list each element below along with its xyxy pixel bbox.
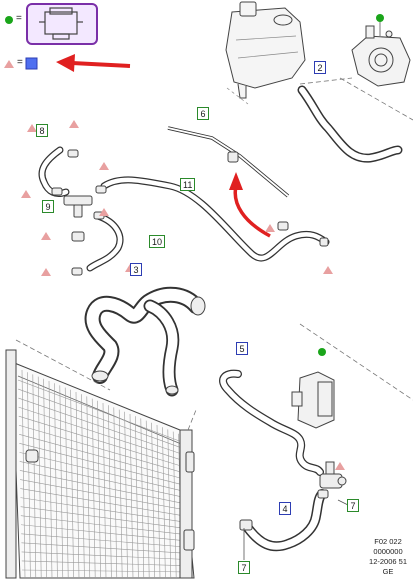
legend-part-square — [25, 57, 38, 70]
callout-5: 5 — [236, 342, 248, 355]
bleed-valve — [239, 461, 347, 531]
callout-2: 2 — [314, 61, 326, 74]
radiator — [11, 361, 195, 579]
connector-parts — [51, 149, 329, 276]
callout-11: 11 — [180, 178, 196, 191]
thermostat-housing — [351, 25, 411, 87]
leader-lines — [15, 323, 413, 431]
legend-pink-triangle — [4, 60, 14, 68]
drawing-code-line1: F02 022 — [374, 537, 402, 546]
hose-3-inner — [86, 288, 202, 382]
egr-valve — [291, 371, 335, 429]
legend-engine-equals: = — [16, 13, 22, 24]
hose-3-branch-inner — [145, 301, 178, 395]
hose-10-inner — [87, 213, 123, 271]
callout-9: 9 — [42, 200, 54, 213]
valve-green-dot — [318, 348, 326, 356]
callout-7-right: 7 — [347, 499, 359, 512]
pink-triangle-bottom — [335, 462, 345, 470]
reservoir-details — [226, 35, 299, 105]
engine-icon — [39, 7, 83, 40]
leader-line-2 — [299, 77, 413, 121]
callout-10: 10 — [149, 235, 166, 248]
coolant-reservoir — [225, 1, 306, 99]
legend-green-dot — [5, 16, 13, 24]
engine-icon-box — [26, 3, 98, 45]
hose-6-clip — [227, 151, 239, 163]
callout-6: 6 — [197, 107, 209, 120]
legend-part-equals: = — [17, 57, 23, 68]
drawing-code-line3: 12-2006 51 — [369, 557, 407, 566]
hose-4-inner — [244, 490, 326, 550]
red-curved-arrow-head — [229, 172, 243, 190]
leader-line-7 — [243, 499, 349, 560]
drawing-code-line4: GE — [382, 567, 394, 576]
callout-7-left: 7 — [238, 561, 250, 574]
drawing-code-line2: 0000000 — [373, 547, 403, 556]
hose-6-inner — [167, 127, 289, 197]
red-curved-arrow — [233, 185, 271, 238]
hose-11-inner — [101, 177, 329, 261]
radiator-tanks — [5, 349, 195, 579]
callout-3: 3 — [130, 263, 142, 276]
drawing-code: F02 022 0000000 12-2006 51 GE — [369, 537, 407, 577]
callout-8: 8 — [36, 124, 48, 137]
thermostat-green-dot — [376, 14, 384, 22]
hose-2-inner — [299, 87, 401, 162]
hose-2 — [297, 85, 403, 163]
callout-4: 4 — [279, 502, 291, 515]
red-arrow — [56, 54, 131, 72]
pink-triangles — [21, 120, 333, 276]
t-piece-9 — [63, 195, 93, 218]
hose-3-clamps — [91, 296, 206, 395]
hose-5-inner — [220, 370, 323, 475]
radiator-fins — [17, 369, 191, 579]
